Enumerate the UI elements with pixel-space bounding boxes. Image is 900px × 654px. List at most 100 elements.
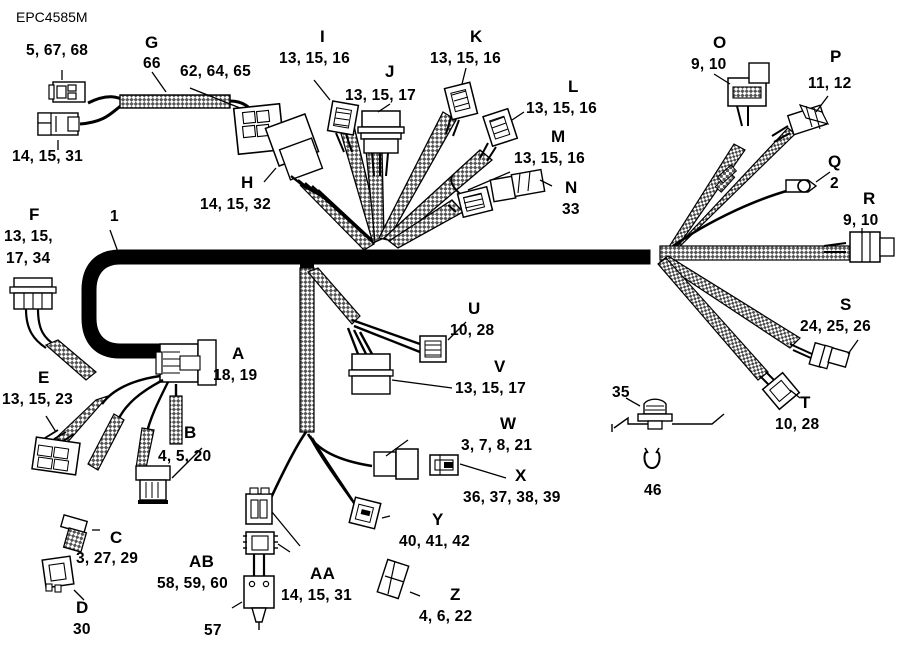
callout-letter-B: B xyxy=(184,423,197,442)
callout-66: 66 xyxy=(143,55,161,72)
callout-D-numbers: 30 xyxy=(73,621,91,638)
callout-letter-Y: Y xyxy=(432,510,444,529)
callout-letter-S: S xyxy=(840,295,852,314)
callout-letter-V: V xyxy=(494,357,506,376)
part-57-body xyxy=(243,575,275,630)
callout-letter-X: X xyxy=(515,466,527,485)
connector-S xyxy=(789,341,851,370)
center-fan-group xyxy=(232,67,553,251)
callout-35: 35 xyxy=(612,384,630,401)
callout-letter-E: E xyxy=(38,368,50,387)
sleeve-R xyxy=(659,245,851,261)
callout-letter-N: N xyxy=(565,178,578,197)
callout-E-numbers: 13, 15, 23 xyxy=(2,391,73,408)
terminal-Q xyxy=(659,179,818,258)
callout-letter-D: D xyxy=(76,598,89,617)
trunk-branch-stub-down xyxy=(300,250,314,272)
callout-letter-P: P xyxy=(830,47,842,66)
connector-R xyxy=(823,231,895,263)
callout-letter-C: C xyxy=(110,528,123,547)
connector-AB xyxy=(243,531,278,576)
callout-O-numbers: 9, 10 xyxy=(691,56,727,73)
connector-B xyxy=(135,465,171,504)
callout-F-numbers-2: 17, 34 xyxy=(6,250,51,267)
connector-T xyxy=(759,371,801,411)
callout-letter-Q: Q xyxy=(828,152,842,171)
center-down-group xyxy=(231,267,507,630)
connector-A xyxy=(155,339,217,386)
callout-AB-numbers: 58, 59, 60 xyxy=(157,575,228,592)
connector-V xyxy=(348,353,394,395)
callout-letter-J: J xyxy=(385,62,395,81)
callout-F-numbers-1: 13, 15, xyxy=(4,228,53,245)
main-trunk-group xyxy=(81,249,651,359)
connector-5-67-68 xyxy=(48,81,86,103)
callout-Y-numbers: 40, 41, 42 xyxy=(399,533,470,550)
callout-Q-numbers: 2 xyxy=(830,175,839,192)
callout-J-numbers: 13, 15, 17 xyxy=(345,87,416,104)
connector-D xyxy=(41,555,75,593)
callout-S-numbers: 24, 25, 26 xyxy=(800,318,871,335)
connector-W xyxy=(373,448,419,480)
sleeve-M xyxy=(387,199,465,249)
drawing-number: EPC4585M xyxy=(16,9,88,25)
left-lower-group xyxy=(9,229,217,601)
callout-letter-I: I xyxy=(320,27,326,46)
connector-F xyxy=(9,277,57,349)
callout-57: 57 xyxy=(204,622,222,639)
callout-letter-U: U xyxy=(468,299,481,318)
callout-letter-AB: AB xyxy=(189,552,215,571)
callout-N-numbers: 33 xyxy=(562,201,580,218)
subharness-G xyxy=(37,70,260,150)
connector-U xyxy=(419,335,447,363)
callout-X-numbers: 36, 37, 38, 39 xyxy=(463,489,561,506)
connector-AA xyxy=(245,487,273,525)
callout-T-numbers: 10, 28 xyxy=(775,416,820,433)
connector-O xyxy=(727,62,770,127)
callout-U-numbers: 10, 28 xyxy=(450,322,495,339)
connector-14-15-31-left xyxy=(37,112,80,136)
callout-R-numbers: 9, 10 xyxy=(843,212,879,229)
callout-L-numbers: 13, 15, 16 xyxy=(526,100,597,117)
callout-letter-O: O xyxy=(713,33,727,52)
callout-Z-numbers: 4, 6, 22 xyxy=(419,608,473,625)
sleeve-center-drop xyxy=(299,267,315,433)
callout-A-numbers: 18, 19 xyxy=(213,367,258,384)
connector-M xyxy=(447,175,494,219)
callout-letter-R: R xyxy=(863,189,876,208)
callout-62-64-65: 62, 64, 65 xyxy=(180,63,251,80)
sleeve-T xyxy=(657,257,769,381)
connector-N xyxy=(489,168,546,203)
callout-AA-numbers: 14, 15, 31 xyxy=(281,587,352,604)
right-fan-group xyxy=(657,62,895,411)
callout-P-numbers: 11, 12 xyxy=(808,75,852,92)
callout-letter-L: L xyxy=(568,77,579,96)
connector-H xyxy=(232,102,324,181)
callout-1: 1 xyxy=(110,208,119,225)
connector-X xyxy=(429,454,459,476)
callout-letter-T: T xyxy=(800,393,811,412)
callout-H-numbers: 14, 15, 32 xyxy=(200,196,271,213)
clip-35 xyxy=(611,397,725,432)
callout-letter-K: K xyxy=(470,27,483,46)
callout-letter-F: F xyxy=(29,205,40,224)
connector-Z xyxy=(376,558,410,600)
connector-C xyxy=(59,514,89,553)
callout-C-numbers: 3, 27, 29 xyxy=(76,550,139,567)
connector-Y xyxy=(348,496,382,530)
callout-letter-Z: Z xyxy=(450,585,461,604)
connector-K xyxy=(443,81,479,137)
callout-letter-AA: AA xyxy=(310,564,336,583)
callout-letter-W: W xyxy=(500,414,517,433)
callout-letter-H: H xyxy=(241,173,254,192)
callout-14-15-31-left: 14, 15, 31 xyxy=(12,148,83,165)
sleeve-O xyxy=(660,143,746,260)
callout-letter-G: G xyxy=(145,33,159,52)
callout-W-numbers: 3, 7, 8, 21 xyxy=(461,437,533,454)
callout-letter-M: M xyxy=(551,127,566,146)
clip-46 xyxy=(643,447,661,470)
callout-V-numbers: 13, 15, 17 xyxy=(455,380,526,397)
callout-5-67-68: 5, 67, 68 xyxy=(26,42,89,59)
